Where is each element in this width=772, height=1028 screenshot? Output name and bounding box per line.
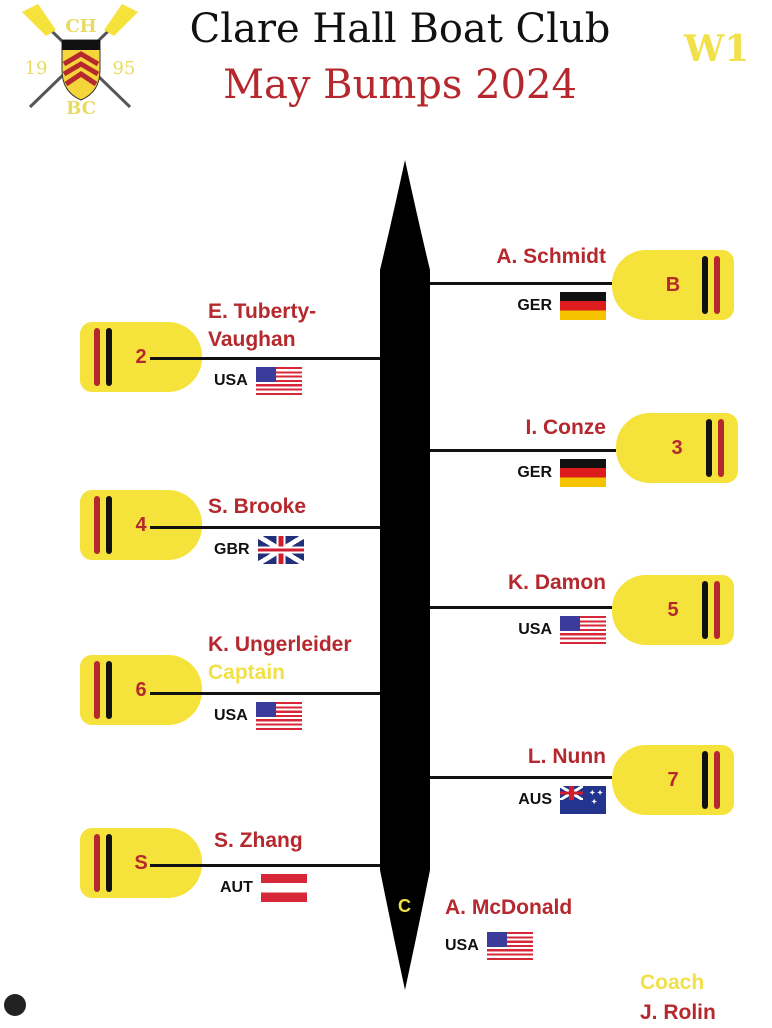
ger-flag-icon bbox=[560, 292, 606, 320]
avatar-icon[interactable] bbox=[4, 994, 26, 1016]
rower-name-text: L. Nunn bbox=[527, 745, 606, 768]
oar-blade: S bbox=[80, 828, 202, 898]
seat-number: 7 bbox=[667, 768, 679, 791]
country-code: GBR bbox=[214, 541, 250, 558]
rigger-line bbox=[430, 606, 612, 609]
oar-blade: 7 bbox=[612, 745, 734, 815]
svg-text:19: 19 bbox=[25, 58, 48, 79]
club-logo: CH BC 19 95 bbox=[10, 2, 150, 119]
coach: Coach J. Rolin bbox=[640, 968, 716, 1028]
country-code: USA bbox=[214, 707, 248, 724]
rower-name-text: S. Brooke bbox=[208, 495, 307, 518]
country-code: USA bbox=[518, 621, 552, 638]
rower-name-text: K. Damon bbox=[507, 571, 606, 594]
rigger-line bbox=[430, 282, 612, 285]
svg-text:BC: BC bbox=[66, 98, 96, 114]
rigger-line bbox=[150, 526, 380, 529]
cox-seat-label: C bbox=[398, 896, 411, 916]
oar-blade: B bbox=[612, 250, 734, 320]
boat-hull bbox=[378, 160, 432, 995]
rower-name-text: S. Zhang bbox=[214, 829, 303, 852]
rower-name-text: K. Ungerleider bbox=[208, 633, 352, 656]
seat-number: B bbox=[665, 273, 681, 296]
rower-name: I. Conze bbox=[525, 414, 606, 442]
rigger-line bbox=[430, 449, 616, 452]
club-title: Clare Hall Boat Club bbox=[189, 6, 611, 52]
oar-blade: 6 bbox=[80, 655, 202, 725]
seat-number: 3 bbox=[671, 436, 683, 459]
rower-name: A. Schmidt bbox=[496, 243, 606, 271]
rigger-line bbox=[150, 864, 380, 867]
country-code: GER bbox=[517, 297, 552, 314]
crew-label: W1 bbox=[684, 28, 750, 70]
rower-name-line: Vaughan bbox=[208, 328, 296, 351]
rower-name: L. Nunn bbox=[528, 743, 606, 771]
usa-flag-icon bbox=[255, 702, 302, 730]
usa-flag-icon bbox=[255, 367, 302, 395]
cox-country-code: USA bbox=[445, 937, 479, 954]
country-code: AUS bbox=[518, 791, 552, 808]
aut-flag-icon bbox=[260, 874, 307, 902]
usa-flag-icon bbox=[560, 616, 606, 644]
rower-name: S. Zhang bbox=[214, 827, 303, 855]
rower-country: GBR bbox=[214, 536, 304, 564]
svg-text:CH: CH bbox=[65, 16, 96, 37]
rower-country: GER bbox=[517, 459, 606, 487]
svg-text:95: 95 bbox=[113, 58, 136, 79]
seat-number: 4 bbox=[135, 513, 147, 536]
rower-country: AUS bbox=[518, 786, 606, 814]
rower-name-line: E. Tuberty- bbox=[208, 300, 317, 323]
seat-number: 5 bbox=[667, 598, 679, 621]
country-code: GER bbox=[517, 464, 552, 481]
rower-country: USA bbox=[518, 616, 606, 644]
cox-country: USA bbox=[445, 932, 533, 960]
seat-number: 6 bbox=[135, 678, 147, 701]
rower-name-text: A. Schmidt bbox=[496, 245, 606, 268]
rower-country: USA bbox=[214, 702, 302, 730]
oar-blade: 5 bbox=[612, 575, 734, 645]
rigger-line bbox=[430, 776, 612, 779]
usa-flag-icon bbox=[486, 932, 533, 960]
seat-number: 2 bbox=[135, 345, 147, 368]
oar-blade: 3 bbox=[616, 413, 738, 483]
rower-country: GER bbox=[517, 292, 606, 320]
rower-name: E. Tuberty- Vaughan bbox=[208, 298, 316, 354]
rower-role: Captain bbox=[208, 661, 286, 684]
rower-country: USA bbox=[214, 367, 302, 395]
cox-name: A. McDonald bbox=[445, 896, 573, 919]
rigger-line bbox=[150, 692, 380, 695]
oar-blade: 4 bbox=[80, 490, 202, 560]
rower-name-text: I. Conze bbox=[525, 416, 606, 439]
ger-flag-icon bbox=[560, 459, 606, 487]
rower-name: K. Damon bbox=[508, 569, 606, 597]
gbr-flag-icon bbox=[257, 536, 304, 564]
country-code: USA bbox=[214, 372, 248, 389]
coach-name: J. Rolin bbox=[640, 1001, 716, 1024]
aus-flag-icon bbox=[560, 786, 606, 814]
country-code: AUT bbox=[220, 879, 253, 896]
rower-name: S. Brooke bbox=[208, 493, 306, 521]
coach-label: Coach bbox=[640, 971, 705, 994]
seat-number: S bbox=[134, 851, 148, 874]
rigger-line bbox=[150, 357, 380, 360]
event-title: May Bumps 2024 bbox=[223, 62, 577, 108]
rower-country: AUT bbox=[220, 874, 307, 902]
